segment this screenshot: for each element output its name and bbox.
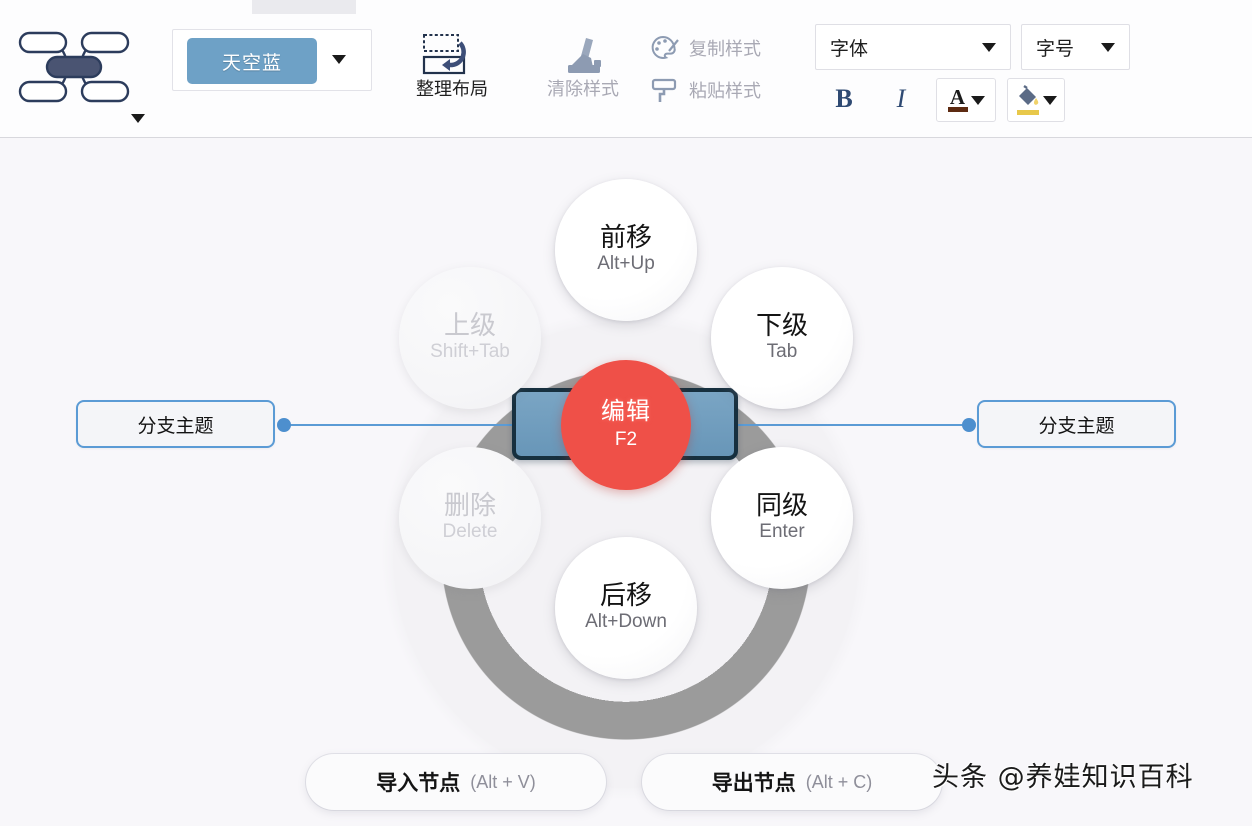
import-node-button[interactable]: 导入节点 (Alt + V): [306, 754, 606, 810]
chevron-down-icon[interactable]: [131, 114, 145, 123]
font-family-select[interactable]: 字体: [815, 24, 1011, 70]
mindmap-structure-icon: [12, 22, 136, 117]
copy-style-button[interactable]: 复制样式: [650, 34, 761, 62]
chevron-down-icon[interactable]: [970, 95, 985, 105]
chevron-down-icon[interactable]: [1043, 95, 1057, 105]
theme-swatch-button[interactable]: 天空蓝: [187, 38, 317, 84]
paste-style-button[interactable]: 粘贴样式: [650, 76, 761, 104]
shortcut-title: 同级: [755, 489, 808, 520]
shortcut-key: Tab: [766, 340, 798, 362]
shortcut-node-child[interactable]: 下级 Tab: [711, 267, 853, 409]
mindmap-canvas[interactable]: 分支主题 分支主题 上级 Shift+Tab 前移 Alt+Up 下级 Tab …: [0, 139, 1252, 826]
text-color-icon: A: [947, 85, 968, 112]
shortcut-node-backward[interactable]: 后移 Alt+Down: [555, 537, 697, 679]
palette-icon: [651, 35, 679, 59]
toolbar: 天空蓝 整理布局 清除样式 复制样式: [0, 0, 1252, 138]
chevron-down-icon[interactable]: [1101, 42, 1115, 52]
text-color-letter: A: [949, 85, 966, 109]
shortcut-node-parent[interactable]: 上级 Shift+Tab: [399, 267, 541, 409]
bold-button[interactable]: B: [835, 84, 853, 113]
paint-roller-icon: [651, 78, 677, 102]
branch-topic-left[interactable]: 分支主题: [76, 400, 275, 448]
shortcut-node-edit[interactable]: 编辑 F2: [561, 360, 691, 490]
shortcut-key: Enter: [759, 520, 805, 542]
brush-icon: [568, 38, 601, 73]
chevron-down-icon[interactable]: [982, 42, 996, 52]
shortcut-title: 下级: [755, 309, 808, 340]
connector-line-right: [735, 424, 970, 426]
copy-style-label: 复制样式: [689, 39, 761, 59]
clear-style-button[interactable]: 清除样式: [528, 34, 638, 100]
text-color-button[interactable]: A: [936, 78, 996, 122]
paint-bucket-icon: [1015, 85, 1041, 115]
branch-topic-right[interactable]: 分支主题: [977, 400, 1176, 448]
structure-picker-button[interactable]: [6, 16, 146, 124]
font-size-select[interactable]: 字号: [1021, 24, 1130, 70]
shortcut-title: 后移: [599, 579, 652, 610]
arrange-layout-icon: [422, 34, 466, 75]
shortcut-title: 上级: [443, 309, 496, 340]
hub-title: 编辑: [601, 398, 651, 425]
shortcut-key: Alt+Up: [597, 252, 655, 274]
fill-color-button[interactable]: [1007, 78, 1065, 122]
tab-strip-remnant: [252, 0, 356, 14]
font-size-value: 字号: [1036, 38, 1075, 60]
clear-style-label: 清除样式: [547, 79, 619, 99]
shortcut-key: Alt+Down: [585, 610, 667, 632]
hub-key: F2: [614, 429, 638, 450]
export-node-label: 导出节点: [711, 772, 796, 795]
fill-color-swatch: [1017, 110, 1039, 115]
shortcut-key: Delete: [442, 520, 498, 542]
shortcut-title: 删除: [443, 489, 496, 520]
shortcut-key: Shift+Tab: [430, 340, 510, 362]
export-node-button[interactable]: 导出节点 (Alt + C): [642, 754, 942, 810]
chevron-down-icon[interactable]: [332, 55, 346, 64]
connector-dot-right[interactable]: [962, 418, 976, 432]
theme-selector[interactable]: 天空蓝: [172, 29, 372, 91]
connector-dot-left[interactable]: [277, 418, 291, 432]
shortcut-node-forward[interactable]: 前移 Alt+Up: [555, 179, 697, 321]
shortcut-node-sibling[interactable]: 同级 Enter: [711, 447, 853, 589]
arrange-layout-label: 整理布局: [416, 79, 488, 99]
import-node-key: (Alt + V): [470, 771, 536, 792]
connector-line-left: [283, 424, 518, 426]
import-node-label: 导入节点: [376, 772, 461, 795]
export-node-key: (Alt + C): [805, 771, 873, 792]
watermark: 头条 @养娃知识百科: [932, 762, 1194, 793]
arrange-layout-button[interactable]: 整理布局: [398, 32, 506, 100]
paste-style-label: 粘贴样式: [689, 81, 761, 101]
shortcut-title: 前移: [599, 221, 652, 252]
shortcut-node-delete[interactable]: 删除 Delete: [399, 447, 541, 589]
italic-button[interactable]: I: [896, 84, 906, 113]
text-color-swatch: [947, 107, 968, 112]
font-family-value: 字体: [830, 38, 869, 60]
